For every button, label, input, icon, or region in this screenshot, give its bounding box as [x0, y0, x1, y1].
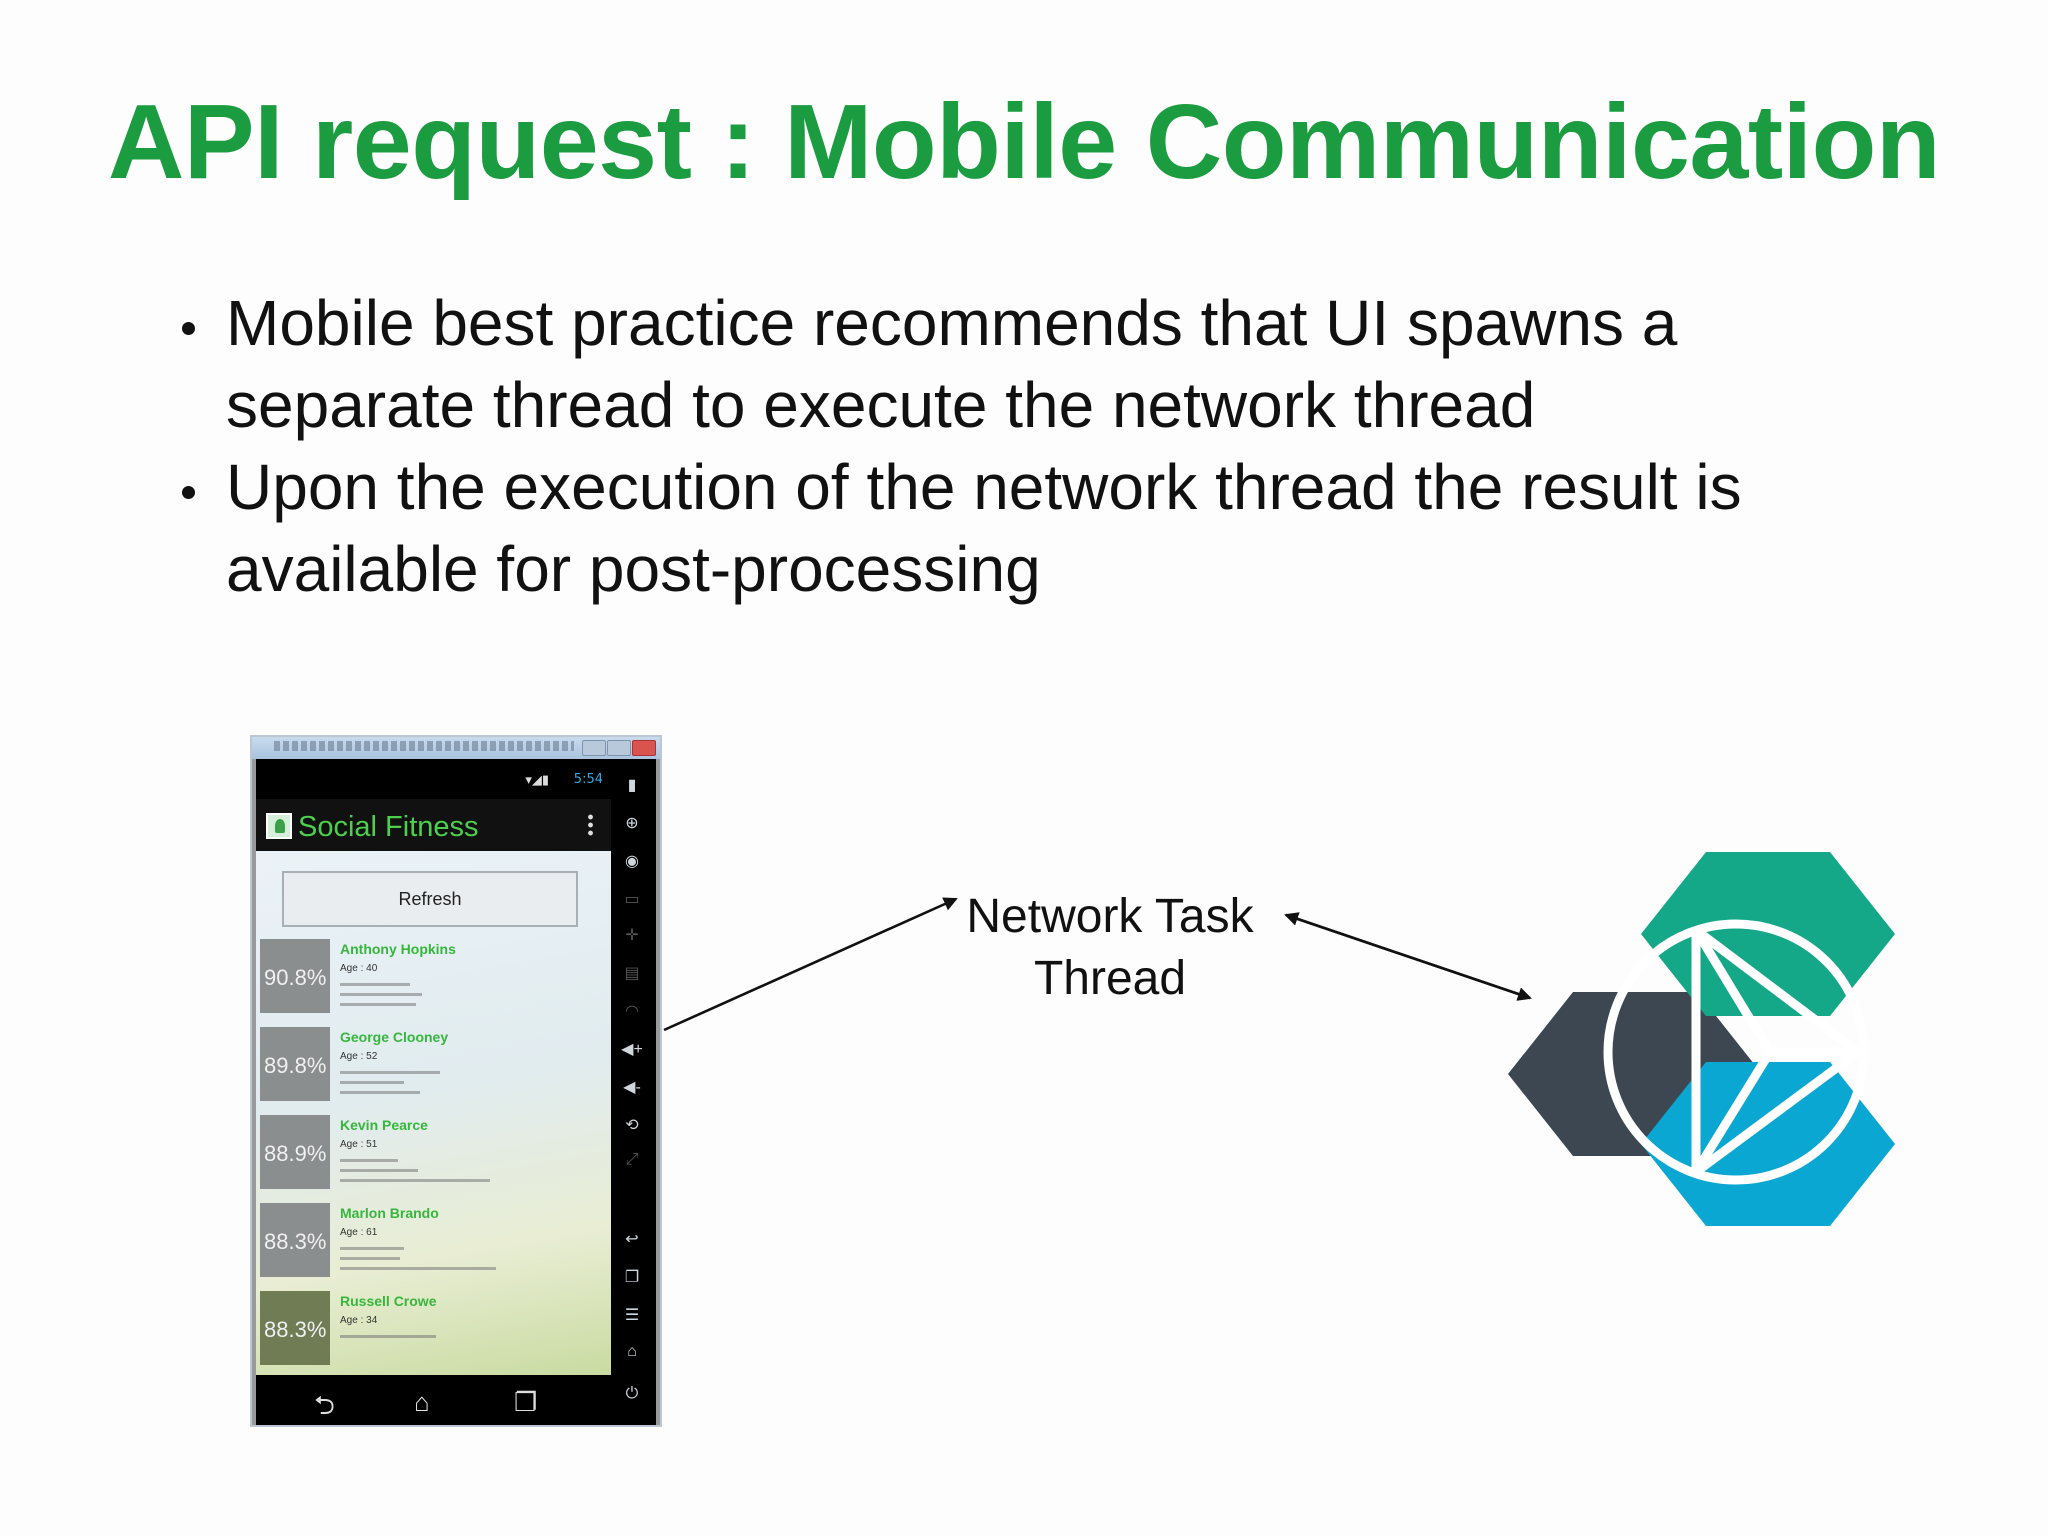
logo-inner-line [1692, 1049, 1774, 1175]
bullet-text: Upon the execution of the network thread… [226, 451, 1742, 605]
power-icon: ⏻ [625, 1385, 639, 1402]
rail-dim-icon: ✛ [625, 927, 639, 944]
maximize-icon [607, 740, 631, 756]
camera-icon: ◉ [625, 853, 639, 870]
detail-line [340, 1003, 416, 1006]
person-age: Age : 40 [340, 963, 378, 974]
logo-inner-line [1692, 927, 1774, 1055]
detail-line [340, 1071, 440, 1074]
score-box: 88.3% [260, 1291, 330, 1365]
back-icon: ⮌ [314, 1390, 335, 1420]
app-logo-icon [266, 813, 292, 839]
bullet-list: Mobile best practice recommends that UI … [170, 282, 1920, 610]
person-age: Age : 61 [340, 1227, 378, 1238]
score-box: 88.9% [260, 1115, 330, 1189]
score: 88.9% [264, 1141, 327, 1166]
person-age: Age : 52 [340, 1051, 378, 1062]
score: 88.3% [264, 1317, 327, 1342]
app-content: Refresh 90.8% Anthony Hopkins Age : 40 8… [256, 851, 611, 1375]
logo-triangle [1691, 926, 1863, 1177]
detail-line [340, 993, 422, 996]
person-age: Age : 34 [340, 1315, 378, 1326]
cloud-platform-logo-icon [1508, 852, 1895, 1226]
network-task-label: Network Task Thread [900, 886, 1320, 1010]
rail-dim-icon: ◠ [625, 1003, 639, 1020]
detail-line [340, 1247, 404, 1250]
list-item: 90.8% Anthony Hopkins Age : 40 [260, 939, 610, 1021]
bullet-item: Upon the execution of the network thread… [170, 446, 1920, 610]
android-nav-bar: ⮌ ⌂ ❐ [256, 1375, 611, 1425]
app-name: Social Fitness [298, 811, 479, 843]
emulator-window-titlebar [252, 737, 660, 759]
person-name: Marlon Brando [340, 1205, 439, 1221]
detail-line [340, 1091, 420, 1094]
emulator-control-rail: ▮ ⊕ ◉ ▭ ✛ ▤ ◠ ◀+ ◀- ⟲ ⤢ ↩ ❐ ☰ ⌂ ⏻ [611, 759, 656, 1425]
home-icon: ⌂ [414, 1387, 430, 1417]
app-action-bar: Social Fitness [256, 799, 611, 851]
arrow-phone-to-task [663, 897, 958, 1032]
task-label-line: Network Task [966, 890, 1254, 943]
recent-apps-icon: ❐ [514, 1387, 538, 1417]
detail-line [340, 1335, 436, 1338]
close-icon [632, 740, 656, 756]
list-item: 88.3% Russell Crowe Age : 34 [260, 1291, 610, 1373]
person-name: Kevin Pearce [340, 1117, 428, 1133]
arrow-task-to-server [1285, 913, 1532, 1001]
slide-title: API request : Mobile Communication [107, 83, 1941, 201]
emulator-window-title [274, 741, 574, 751]
list-item: 88.9% Kevin Pearce Age : 51 [260, 1115, 610, 1197]
person-name: Russell Crowe [340, 1293, 437, 1309]
person-age: Age : 51 [340, 1139, 378, 1150]
list-item: 89.8% George Clooney Age : 52 [260, 1027, 610, 1109]
detail-line [340, 1081, 404, 1084]
detail-line [340, 1159, 398, 1162]
battery-icon: ▮ [627, 777, 637, 794]
phone-emulator-screenshot: ▾◢▮ 5:54 Social Fitness Refresh 90.8% An… [250, 735, 662, 1427]
logo-teal-hexagon [1641, 852, 1895, 1016]
bullet-dot-icon [182, 486, 195, 499]
wifi-battery-icon: ▾◢▮ [525, 772, 549, 787]
gps-icon: ⊕ [625, 815, 639, 832]
status-time: 5:54 [573, 772, 603, 787]
person-name: George Clooney [340, 1029, 449, 1045]
rotate-icon: ⟲ [625, 1117, 639, 1134]
bullet-dot-icon [182, 322, 195, 335]
emulator-screen: ▾◢▮ 5:54 Social Fitness Refresh 90.8% An… [256, 759, 656, 1425]
rail-dim-icon: ⤢ [625, 1151, 639, 1168]
volume-up-icon: ◀+ [621, 1041, 643, 1058]
detail-line [340, 1179, 490, 1182]
score-box: 90.8% [260, 939, 330, 1013]
score: 89.8% [264, 1053, 327, 1078]
detail-line [340, 1257, 400, 1260]
back-icon: ↩ [625, 1231, 639, 1248]
menu-icon: ☰ [624, 1307, 640, 1324]
overflow-menu-icon [588, 813, 593, 837]
refresh-button: Refresh [282, 871, 578, 927]
detail-line [340, 983, 410, 986]
home-icon: ⌂ [627, 1343, 637, 1360]
score-box: 88.3% [260, 1203, 330, 1277]
rail-dim-icon: ▭ [624, 891, 640, 908]
score-box: 89.8% [260, 1027, 330, 1101]
status-bar: ▾◢▮ 5:54 [256, 759, 611, 799]
person-name: Anthony Hopkins [340, 941, 456, 957]
minimize-icon [582, 740, 606, 756]
list-item: 88.3% Marlon Brando Age : 61 [260, 1203, 610, 1285]
logo-circle [1603, 919, 1869, 1185]
task-label-line: Thread [1033, 952, 1187, 1005]
rail-dim-icon: ▤ [624, 965, 640, 982]
bullet-item: Mobile best practice recommends that UI … [170, 282, 1920, 446]
logo-blue-hexagon [1641, 1062, 1895, 1226]
score: 90.8% [264, 965, 327, 990]
recent-apps-icon: ❐ [624, 1269, 640, 1286]
detail-line [340, 1267, 496, 1270]
detail-line [340, 1169, 418, 1172]
score: 88.3% [264, 1229, 327, 1254]
bullet-text: Mobile best practice recommends that UI … [226, 287, 1678, 441]
volume-down-icon: ◀- [623, 1079, 641, 1096]
